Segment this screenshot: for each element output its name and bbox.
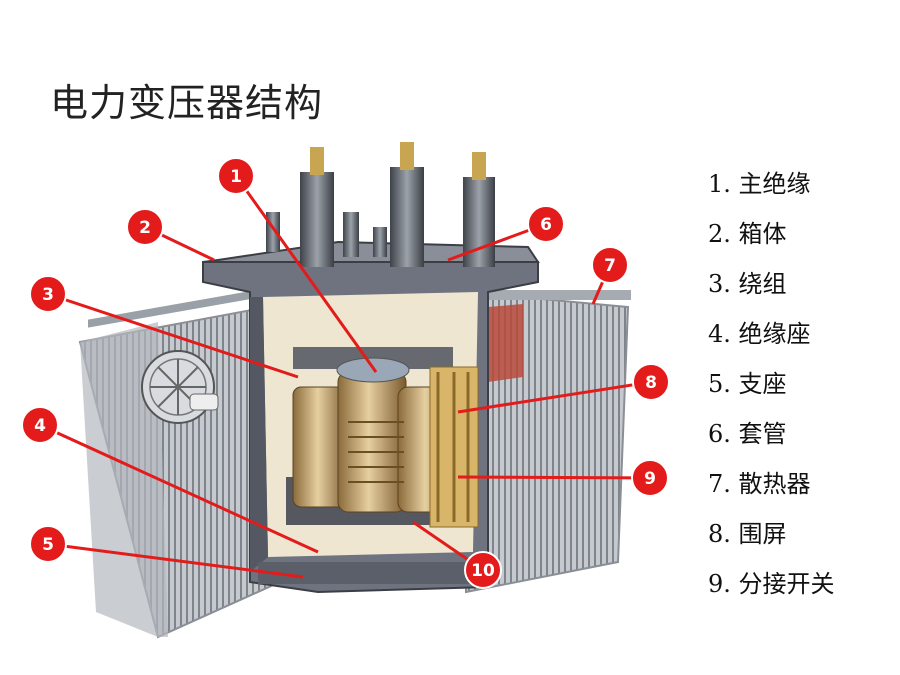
legend-item: 3. 绕组 <box>708 270 787 298</box>
svg-text:4: 4 <box>34 416 46 436</box>
legend-item: 1. 主绝缘 <box>708 170 811 198</box>
cooling-fan <box>141 350 219 424</box>
svg-text:10: 10 <box>471 561 495 581</box>
callout-10: 10 <box>464 551 502 589</box>
callout-3: 3 <box>29 275 67 313</box>
svg-text:2: 2 <box>139 218 151 238</box>
tap-changer <box>429 366 479 528</box>
component-legend: 1. 主绝缘 2. 箱体 3. 绕组 4. 绝缘座 5. 支座 6. 套管 7.… <box>708 160 835 610</box>
bushings <box>266 142 495 267</box>
legend-item: 6. 套管 <box>708 420 787 448</box>
callout-1: 1 <box>217 157 255 195</box>
callout-8: 8 <box>632 363 670 401</box>
callout-4: 4 <box>21 406 59 444</box>
legend-item: 7. 散热器 <box>708 470 811 498</box>
svg-text:6: 6 <box>540 215 552 235</box>
radiator-right <box>465 290 631 594</box>
page-title: 电力变压器结构 <box>50 81 324 125</box>
legend-item: 2. 箱体 <box>708 220 787 248</box>
callout-5: 5 <box>29 525 67 563</box>
legend-item: 4. 绝缘座 <box>708 320 811 348</box>
svg-text:9: 9 <box>644 469 656 489</box>
callout-6: 6 <box>527 205 565 243</box>
legend-item: 8. 围屏 <box>708 520 787 548</box>
svg-text:7: 7 <box>604 256 616 276</box>
svg-text:5: 5 <box>42 535 54 555</box>
callout-7: 7 <box>591 246 629 284</box>
svg-text:3: 3 <box>42 285 54 305</box>
legend-item: 5. 支座 <box>708 370 787 398</box>
svg-text:1: 1 <box>230 167 242 187</box>
transformer-cutaway-illustration: 1 2 3 4 5 6 7 8 9 10 <box>21 142 670 639</box>
svg-text:8: 8 <box>645 373 657 393</box>
callout-9: 9 <box>631 459 669 497</box>
legend-item: 9. 分接开关 <box>708 570 835 598</box>
callout-2: 2 <box>126 208 164 246</box>
